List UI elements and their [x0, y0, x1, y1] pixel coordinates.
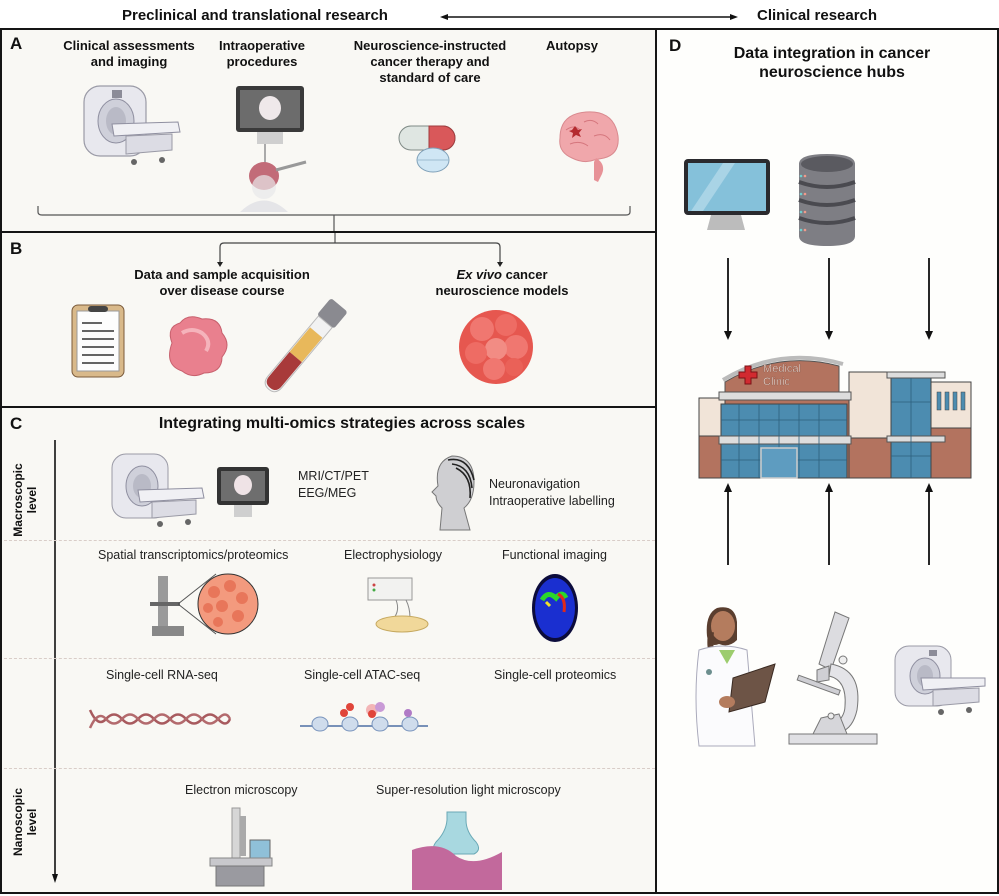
- arrow-down: [925, 258, 933, 340]
- tissue-sample-icon: [169, 316, 228, 377]
- header-bar: Preclinical and translational research C…: [0, 0, 999, 30]
- chromatin-nucleosome-icon: [300, 702, 428, 732]
- microscope-tissue-icon: [150, 573, 259, 636]
- dna-helix-icon: [88, 709, 232, 729]
- panel-b-right-title: Ex vivo cancer neuroscience models: [435, 267, 569, 298]
- mri-scanner-icon: [83, 85, 181, 165]
- panel-d-letter: D: [669, 36, 682, 55]
- label-sc-proteomics: Single-cell proteomics: [494, 668, 617, 682]
- arrow-down: [724, 258, 732, 340]
- label-scatac-seq: Single-cell ATAC-seq: [304, 668, 421, 682]
- doctor-icon: [695, 607, 776, 747]
- monitor-brain-surgery-icon: [236, 86, 307, 212]
- label-spatial-omics: Spatial transcriptomics/proteomics: [98, 548, 289, 562]
- blood-tube-icon: [264, 299, 347, 393]
- super-resolution-icon: [412, 811, 502, 890]
- label-functional-imaging: Functional imaging: [502, 548, 607, 562]
- header-right-label: Clinical research: [757, 7, 878, 24]
- computer-monitor-icon: [684, 159, 770, 230]
- microscope-icon: [788, 611, 878, 745]
- brain-tumor-icon: [559, 111, 619, 182]
- arrow-up: [724, 483, 732, 565]
- panel-c: C Integrating multi-omics strategies acr…: [0, 406, 657, 894]
- header-left-label: Preclinical and translational research: [122, 7, 388, 24]
- electron-microscope-icon: [209, 807, 273, 887]
- panel-b-letter: B: [10, 239, 23, 258]
- pills-icon: [398, 125, 456, 173]
- panel-c-title: Integrating multi-omics strategies acros…: [158, 415, 526, 432]
- label-electron-microscopy: Electron microscopy: [185, 783, 298, 797]
- database-server-icon: [798, 154, 856, 246]
- organoid-icon: [459, 310, 533, 384]
- label-scrna-seq: Single-cell RNA-seq: [106, 668, 218, 682]
- panel-c-letter: C: [10, 414, 23, 433]
- row-divider: [4, 768, 655, 769]
- clipboard-icon: [71, 304, 125, 378]
- clinic-sign-line2: Clinic: [763, 376, 790, 388]
- arrow-up: [925, 483, 933, 565]
- medical-clinic-building-icon: Medical Clinic: [698, 355, 972, 479]
- row-divider: [4, 658, 655, 659]
- panel-a-letter: A: [10, 34, 23, 53]
- label-super-resolution: Super-resolution light microscopy: [376, 783, 561, 797]
- branch-arrows: [217, 233, 503, 267]
- label-electrophysiology: Electrophysiology: [344, 548, 442, 562]
- arrow-down: [825, 258, 833, 340]
- fmri-brain-icon: [532, 574, 578, 642]
- electrophysiology-rig-icon: [367, 577, 429, 633]
- clinic-sign-line1: Medical: [763, 363, 801, 375]
- mri-scanner-icon: [894, 645, 986, 715]
- scale-axis-arrow: [52, 440, 58, 883]
- head-eeg-icon: [431, 455, 475, 531]
- panel-a-col4-title: Autopsy: [546, 38, 598, 53]
- double-headed-arrow-icon: [440, 14, 738, 20]
- row-divider: [4, 540, 655, 541]
- monitor-brain-icon: [217, 467, 269, 517]
- mri-scanner-icon: [111, 453, 205, 527]
- arrow-up: [825, 483, 833, 565]
